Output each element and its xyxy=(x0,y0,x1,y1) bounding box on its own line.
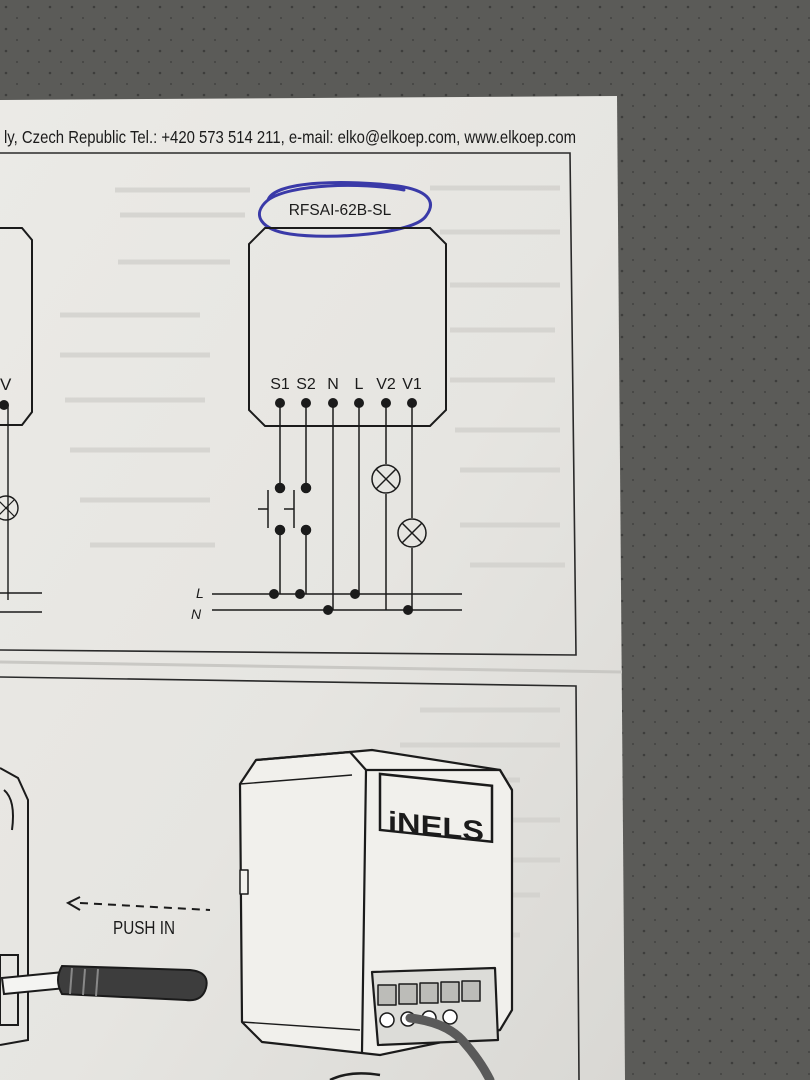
push-in-label: PUSH IN xyxy=(113,917,175,938)
wires xyxy=(279,403,413,610)
left-terminal-label: V xyxy=(0,375,12,394)
screwdriver-illustration xyxy=(0,964,208,1002)
wiring-diagram-frame xyxy=(0,152,577,656)
bus-label-n: N xyxy=(191,606,202,622)
rotate-arrow-fragment xyxy=(329,1072,381,1080)
installation-diagram-frame xyxy=(0,676,580,1080)
relay-device-outline xyxy=(248,227,447,427)
terminal-label-s1: S1 xyxy=(270,376,290,393)
left-partial-device xyxy=(0,227,42,613)
header-contact-text: ly, Czech Republic Tel.: +420 573 514 21… xyxy=(4,127,576,147)
pen-circle-annotation xyxy=(258,181,432,238)
lamp-v1 xyxy=(397,518,427,548)
terminal-label-v1: V1 xyxy=(402,376,422,393)
bus-label-l: L xyxy=(196,585,204,601)
push-in-arrow xyxy=(65,896,211,911)
terminal-label-n: N xyxy=(327,376,339,393)
lamp-v2 xyxy=(371,464,401,494)
push-button-switches xyxy=(258,482,312,536)
model-label: RFSAI-62B-SL xyxy=(289,202,392,219)
junction-dots xyxy=(269,589,413,615)
terminal-label-l: L xyxy=(355,376,364,393)
left-terminal-dot xyxy=(0,400,9,410)
inels-logo: iNELS xyxy=(378,772,494,847)
wire-cable xyxy=(405,1013,495,1080)
paper-fold xyxy=(0,660,623,674)
terminal-label-s2: S2 xyxy=(296,376,316,393)
terminal-label-v2: V2 xyxy=(376,376,396,393)
